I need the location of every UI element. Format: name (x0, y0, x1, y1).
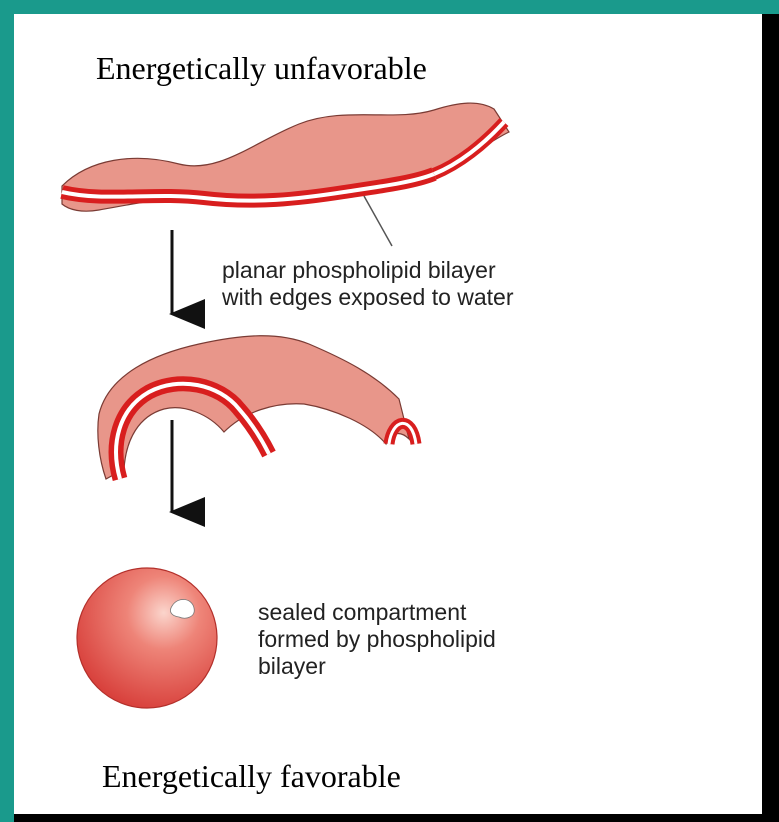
diagram-panel: Energetically unfavorable (14, 14, 762, 814)
curving-bilayer-sheet (98, 336, 416, 479)
planar-bilayer-label: planar phospholipid bilayer with edges e… (222, 257, 514, 311)
planar-label-line-1: planar phospholipid bilayer (222, 257, 514, 284)
sealed-label-line-2: formed by phospholipid (258, 626, 496, 653)
heading-favorable: Energetically favorable (102, 758, 401, 795)
sealed-vesicle (77, 568, 217, 708)
sealed-compartment-label: sealed compartment formed by phospholipi… (258, 599, 496, 680)
sealed-label-line-1: sealed compartment (258, 599, 496, 626)
planar-bilayer-sheet (62, 103, 509, 246)
membrane-diagram (14, 14, 762, 814)
planar-label-line-2: with edges exposed to water (222, 284, 514, 311)
sealed-label-line-3: bilayer (258, 653, 496, 680)
